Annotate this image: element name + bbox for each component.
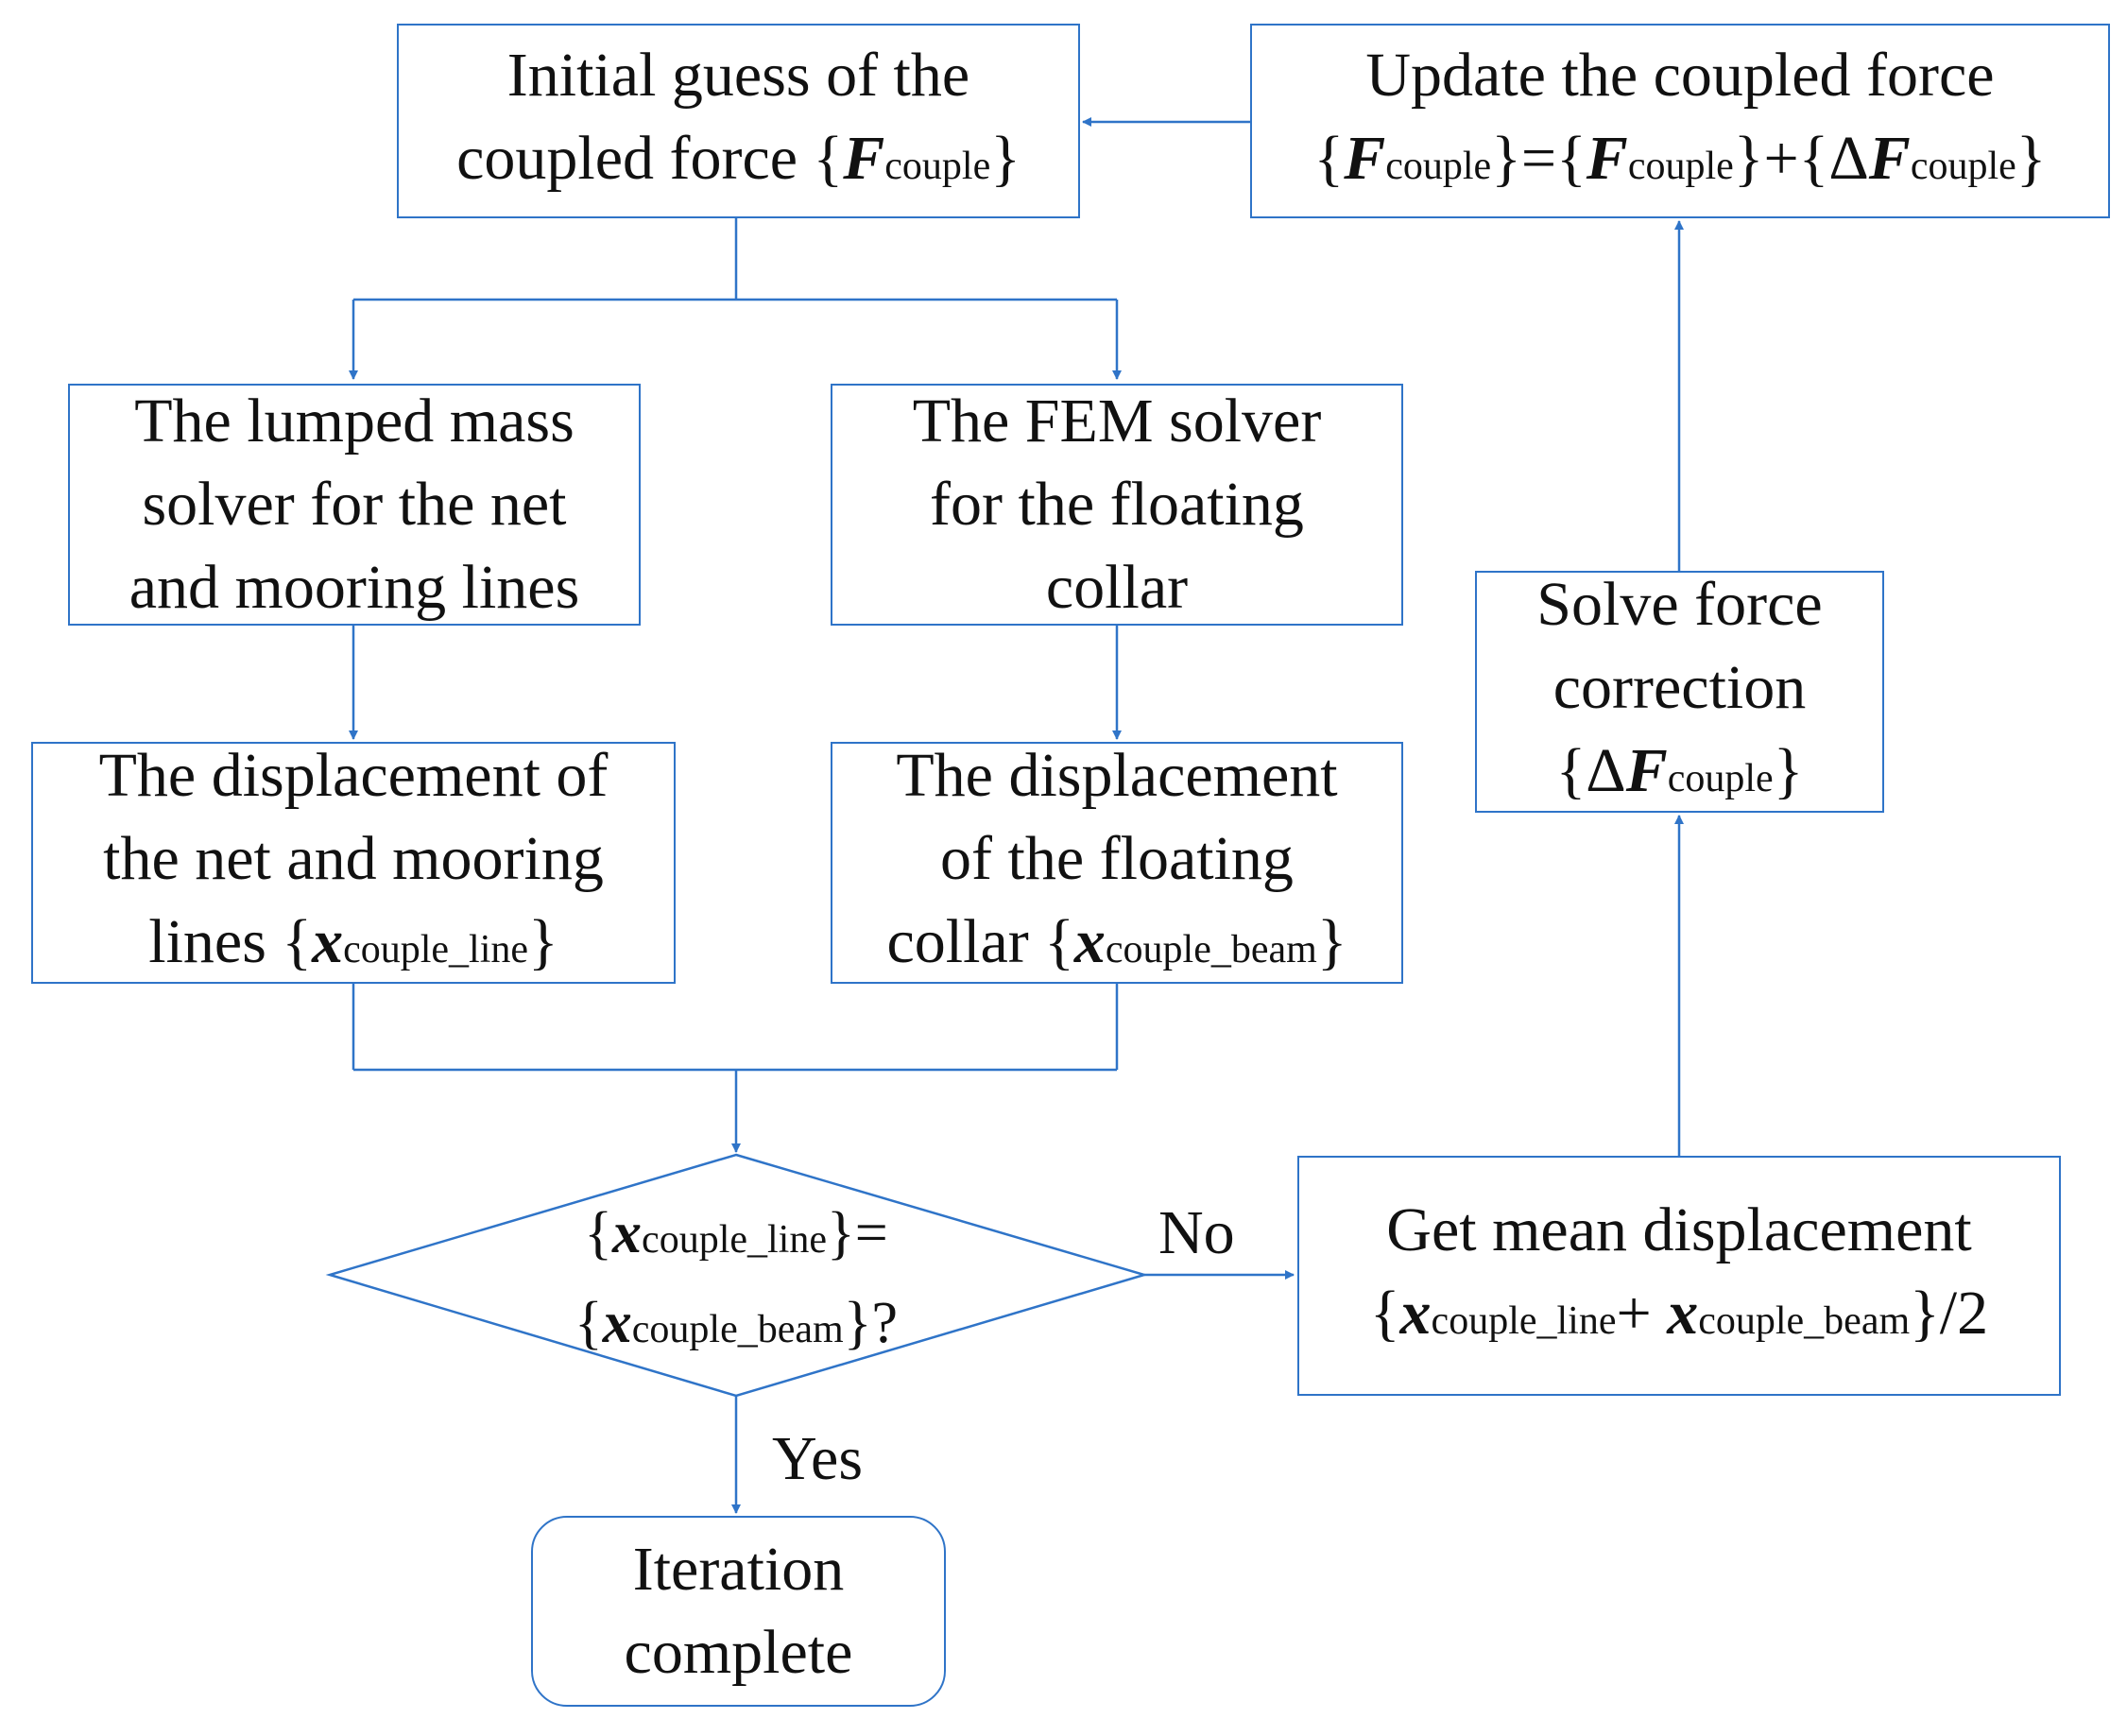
node-displacement-net: The displacement of the net and mooring …: [31, 741, 676, 984]
brace-open: {: [1369, 1279, 1400, 1348]
node-disp-net-line1: The displacement of: [98, 741, 609, 810]
symbol-x: x: [1399, 1279, 1432, 1348]
symbol-f: F: [1586, 124, 1628, 193]
brace-close: }: [1316, 907, 1347, 976]
node-update-force-line1: Update the coupled force: [1365, 41, 1995, 110]
symbol-f-couple: F: [843, 124, 885, 193]
node-disp-net-line3: lines {: [148, 907, 313, 976]
node-update-force: Update the coupled force {Fcouple}={Fcou…: [1250, 24, 2110, 218]
brace-close-half: }/2: [1910, 1279, 1989, 1348]
plus-delta: }+{Δ: [1733, 124, 1869, 193]
symbol-f: F: [1868, 124, 1911, 193]
subscript-couple: couple: [1667, 757, 1774, 800]
brace-close: }: [2016, 124, 2047, 193]
subscript-couple: couple: [1385, 145, 1492, 188]
subscript-couple-beam: couple_beam: [1105, 928, 1317, 971]
mean-displacement-formula: {xcouple_line+ xcouple_beam}/2: [1370, 1279, 1988, 1348]
node-solve-correction-line1: Solve force: [1536, 570, 1823, 639]
node-initial-guess-line1: Initial guess of the: [506, 41, 970, 110]
node-disp-net-line2: the net and mooring: [103, 824, 604, 893]
brace-open: {: [575, 1291, 603, 1355]
symbol-x: x: [1667, 1279, 1699, 1348]
node-lumped-mass-line2: solver for the net: [142, 470, 567, 539]
symbol-x: x: [602, 1291, 632, 1355]
symbol-x: x: [312, 907, 344, 976]
node-complete-line1: Iteration: [632, 1535, 845, 1604]
subscript-couple-beam: couple_beam: [1698, 1299, 1911, 1343]
node-lumped-mass-line1: The lumped mass: [134, 387, 575, 455]
node-mean-disp-line1: Get mean displacement: [1386, 1195, 1972, 1264]
subscript-couple-beam: couple_beam: [631, 1308, 844, 1351]
subscript-couple-line: couple_line: [1431, 1299, 1617, 1343]
subscript-couple-line: couple_line: [343, 928, 529, 971]
node-initial-guess-line2: coupled force {: [456, 124, 844, 193]
symbol-f: F: [1625, 736, 1668, 805]
subscript-couple: couple: [1627, 145, 1734, 188]
update-force-equation: {Fcouple}={Fcouple}+{ΔFcouple}: [1314, 124, 2047, 193]
decision-label: {xcouple_line}= {xcouple_beam}?: [490, 1192, 982, 1371]
node-displacement-collar: The displacement of the floating collar …: [831, 741, 1403, 984]
edge-label-yes: Yes: [772, 1424, 864, 1493]
node-solve-force-correction: Solve force correction {ΔFcouple}: [1475, 570, 1884, 813]
node-fem-line2: for the floating: [930, 470, 1304, 539]
symbol-x: x: [1073, 907, 1106, 976]
plus-sign: +: [1616, 1279, 1668, 1348]
brace-close: }: [528, 907, 558, 976]
equals-sign: }=: [826, 1201, 888, 1265]
edge-label-no: No: [1158, 1198, 1235, 1267]
brace-open: {: [584, 1201, 613, 1265]
subscript-couple: couple: [884, 145, 991, 188]
subscript-couple-line: couple_line: [642, 1218, 827, 1262]
node-disp-collar-line2: of the floating: [940, 824, 1294, 893]
node-initial-guess: Initial guess of the coupled force {Fcou…: [397, 24, 1080, 218]
node-disp-collar-line1: The displacement: [896, 741, 1338, 810]
node-disp-collar-line3: collar {: [886, 907, 1074, 976]
symbol-x: x: [612, 1201, 643, 1265]
brace-open: {: [1313, 124, 1345, 193]
node-fem-solver: The FEM solver for the floating collar: [831, 384, 1403, 626]
node-mean-displacement: Get mean displacement {xcouple_line+ xco…: [1297, 1156, 2061, 1396]
brace-close: }: [990, 124, 1021, 193]
node-lumped-mass-solver: The lumped mass solver for the net and m…: [68, 384, 641, 626]
node-lumped-mass-line3: and mooring lines: [129, 553, 580, 622]
question-mark: }?: [843, 1291, 898, 1355]
node-fem-line1: The FEM solver: [912, 387, 1322, 455]
subscript-couple: couple: [1910, 145, 2016, 188]
equals-sign: }={: [1491, 124, 1587, 193]
node-fem-line3: collar: [1045, 553, 1189, 622]
node-complete-line2: complete: [624, 1618, 853, 1687]
brace-close: }: [1773, 736, 1804, 805]
node-solve-correction-line2: correction: [1552, 653, 1807, 722]
node-iteration-complete: Iteration complete: [531, 1516, 946, 1707]
symbol-f: F: [1344, 124, 1386, 193]
brace-open-delta: {Δ: [1555, 736, 1626, 805]
